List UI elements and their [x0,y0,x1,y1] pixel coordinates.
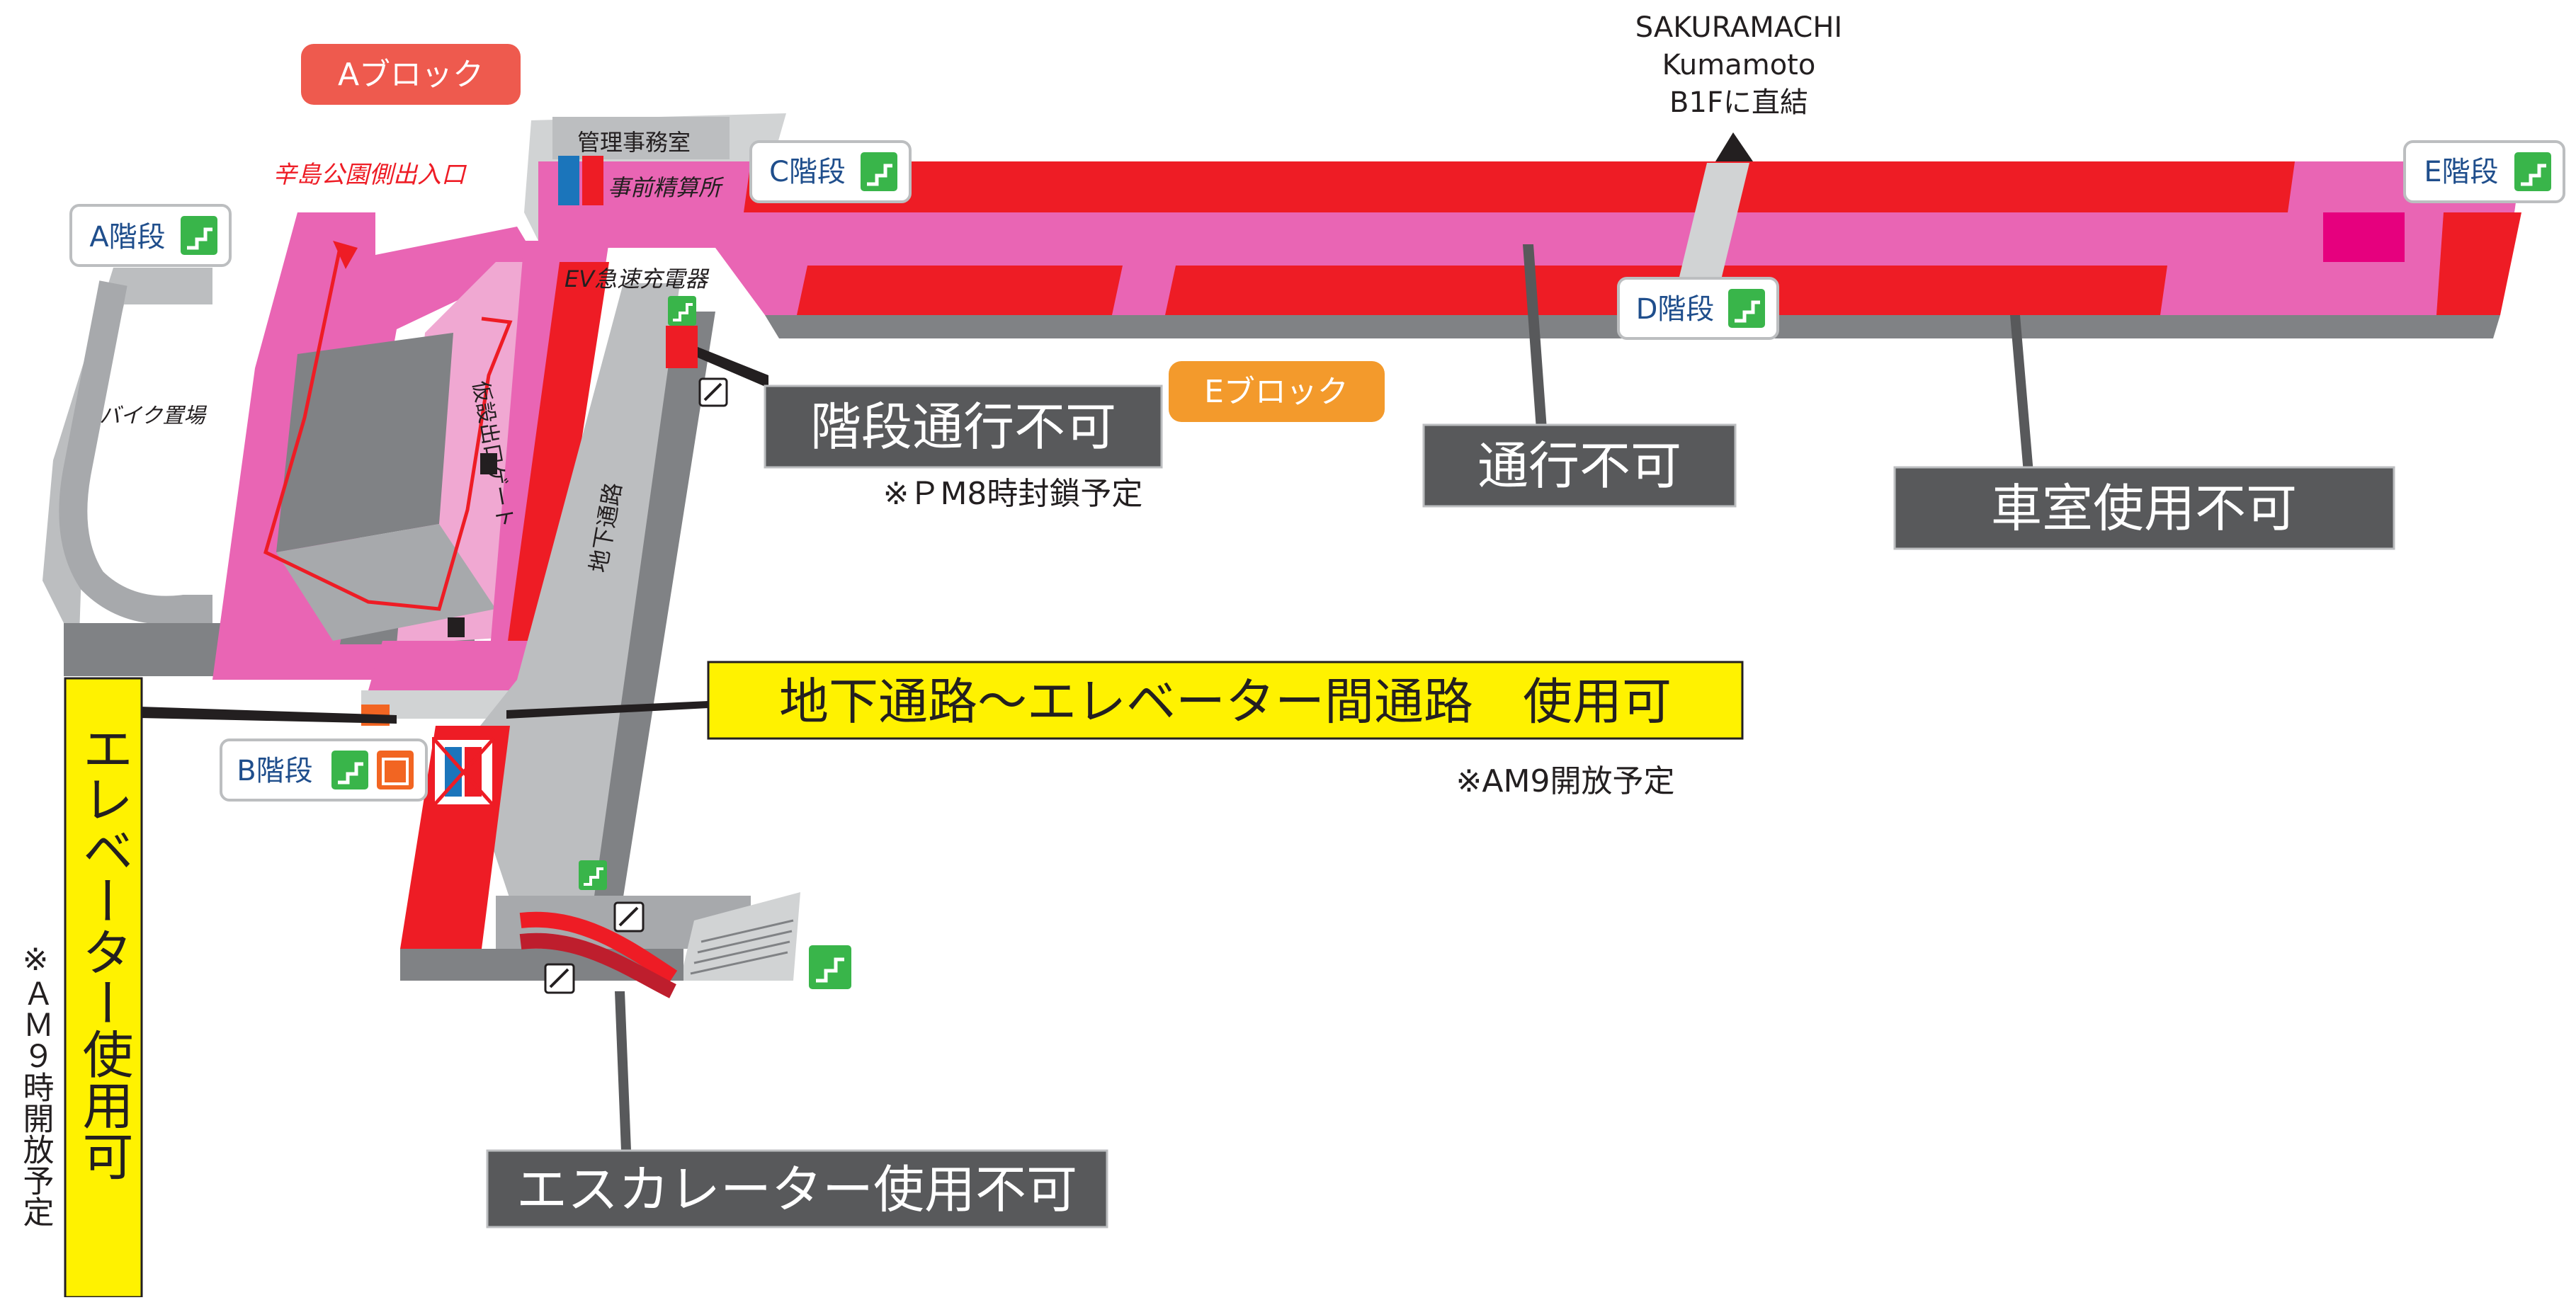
central-block-top [276,333,453,552]
no-parking-box [1893,466,2395,550]
no-parking-text: 車室使用不可 [1991,479,2297,538]
stair-a-label: A階段 [69,204,232,267]
stair-e-text: E階段 [2424,156,2498,188]
block-a-label: Aブロック [338,57,484,93]
stair-a-text: A階段 [89,221,165,253]
leader-underpass-ok [506,701,708,719]
leader-escalator [615,991,632,1168]
stair-block-red [666,326,698,368]
stairs-icon [861,152,897,191]
elevator-note: ※ＡＭ９時開放予定 [18,942,54,1227]
central-block-side [276,524,496,641]
escalator-icon [613,901,645,933]
restroom-closed-icon [432,737,495,807]
ev-charger-label: EV急速充電器 [564,266,710,292]
restroom-icon [558,156,603,205]
stair-c-label: C階段 [749,140,912,203]
stair-b-text: B階段 [237,755,312,787]
route-line [263,247,513,611]
stair-d-label: D階段 [1617,277,1779,340]
underpass-floor [460,283,680,942]
escalator-icon [544,963,575,994]
stairs-icon [809,945,851,989]
stair-c-text: C階段 [769,156,846,188]
stair-b-label: B階段 [220,739,428,802]
stairs-closed-note: ※ＰM8時封鎖予定 [883,476,1143,512]
bike-area-outline [59,280,212,625]
no-passage-box [1422,423,1737,508]
underpass-ok-text: 地下通路〜エレベーター間通路 使用可 [779,673,1672,731]
block-e-label: Eブロック [1204,374,1349,410]
escalator-closed-text: エスカレーター使用不可 [516,1160,1077,1219]
escalator-1 [519,911,678,984]
stairs-icon [331,751,368,789]
stairs-icon [668,296,696,326]
sakuramachi-line-1: SAKURAMACHI [1635,11,1842,44]
upper-corridor-red-top [744,161,2295,212]
stairs-icon [579,860,607,890]
sakuramachi-line-3: B1Fに直結 [1669,86,1808,119]
escalator-icon [698,377,728,407]
bike-label: バイク置場 [99,404,207,428]
route-arrow-head [333,241,358,269]
no-passage-text: 通行不可 [1477,436,1681,496]
connector-path [1679,163,1749,280]
stairs-closed-text: 階段通行不可 [810,397,1116,457]
upper-corridor-dark-square [2323,212,2405,262]
entrance-label: 辛島公園側出入口 [273,161,467,189]
escalator-closed-box [486,1149,1108,1228]
leader-lines [140,244,2034,1168]
stairs-icon [1728,289,1765,328]
middle-strip-red-1 [797,266,1123,315]
elevator-ok-bar [64,677,143,1299]
leader-no-parking [2010,315,2034,481]
stairs-icon [2514,152,2551,191]
stair-e-label: E階段 [2403,140,2565,203]
leader-no-passage [1523,244,1548,439]
office-box [552,117,730,159]
leader-elevator-ok [140,707,397,724]
arrow-up-icon [1715,132,1753,161]
stairs-icon [181,216,217,255]
underpass-note: ※AM9開放予定 [1456,763,1675,799]
gate-marker-1 [480,453,497,474]
lower-band [368,641,567,690]
underpass-ok-box [707,661,1744,740]
sakuramachi-line-2: Kumamoto [1662,49,1816,81]
gate-marker-2 [448,617,465,637]
leader-stairs-closed [698,347,768,388]
escalator-2 [519,933,676,998]
upper-corridor-red-right [2436,212,2521,315]
column-red [506,262,609,651]
prepay-label: 事前精算所 [608,174,725,201]
stair-d-text: D階段 [1636,293,1715,326]
lower-stair-steps [690,919,794,975]
block-a-badge [301,44,521,105]
office-label: 管理事務室 [577,129,691,156]
elevator-ok-text: エレベーター使用可 [74,722,133,1181]
stairs-closed-box [764,384,1163,469]
block-e-badge [1169,361,1385,422]
